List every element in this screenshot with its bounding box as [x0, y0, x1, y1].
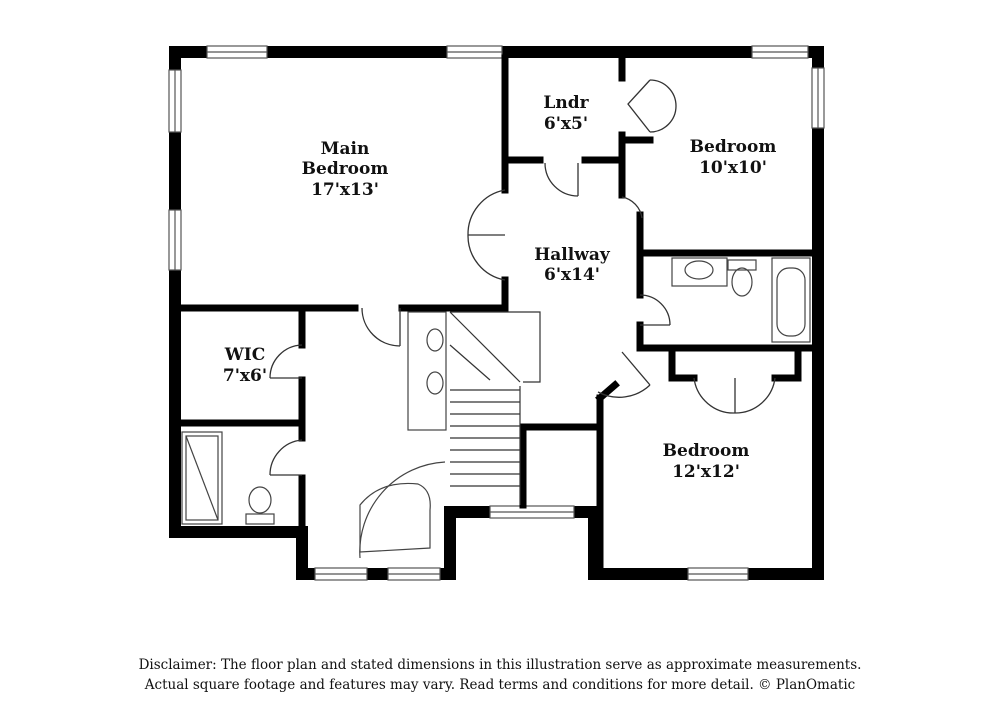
hallway-name: Hallway — [534, 245, 611, 265]
doors — [269, 79, 776, 476]
stairs — [449, 311, 541, 505]
exterior-walls — [169, 46, 824, 580]
disclaimer-line-1: Disclaimer: The floor plan and stated di… — [138, 657, 862, 673]
main-bedroom-size: 17'x13' — [311, 180, 379, 200]
windows — [168, 45, 825, 581]
laundry-size: 6'x5' — [544, 114, 588, 134]
main-bedroom-name-1: Main — [321, 139, 370, 159]
bedroom-ne-size: 10'x10' — [699, 158, 767, 178]
wic-name: WIC — [224, 345, 266, 365]
room-labels: Main Bedroom 17'x13' Lndr 6'x5' Bedroom … — [223, 93, 776, 482]
hallway-size: 6'x14' — [544, 265, 600, 285]
bathroom-fixtures — [181, 257, 811, 559]
wic-size: 7'x6' — [223, 366, 267, 386]
bedroom-se-name: Bedroom — [663, 441, 750, 461]
interior-walls — [177, 54, 816, 572]
bedroom-ne-name: Bedroom — [690, 137, 777, 157]
disclaimer-line-2: Actual square footage and features may v… — [144, 677, 856, 693]
disclaimer: Disclaimer: The floor plan and stated di… — [0, 655, 1000, 695]
laundry-name: Lndr — [543, 93, 589, 113]
main-bedroom-name-2: Bedroom — [302, 159, 389, 179]
floor-plan: Main Bedroom 17'x13' Lndr 6'x5' Bedroom … — [168, 45, 825, 581]
bedroom-se-size: 12'x12' — [672, 462, 740, 482]
